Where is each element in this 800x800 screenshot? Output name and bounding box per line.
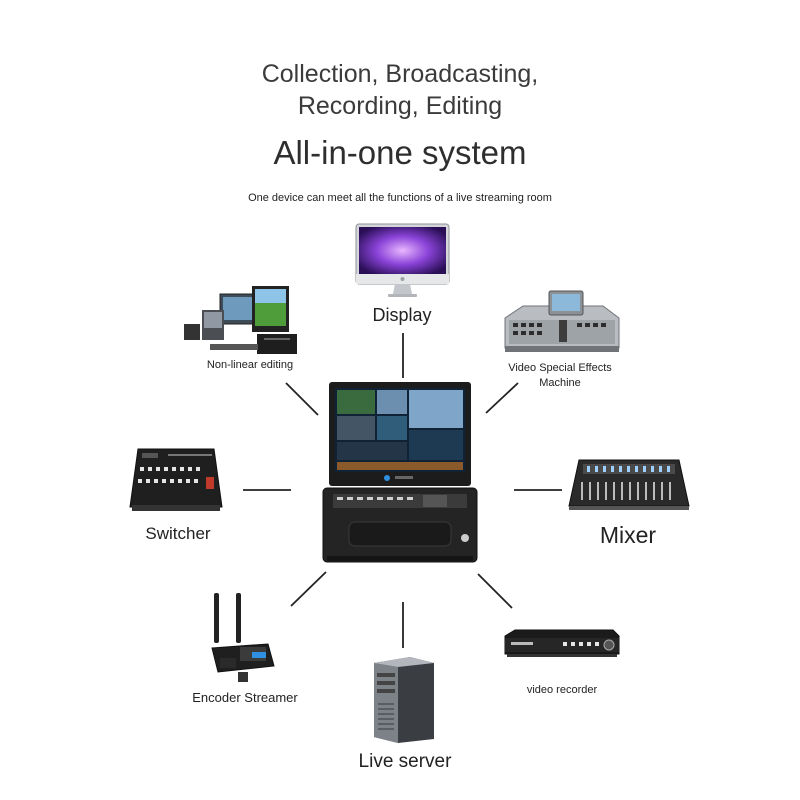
label-switcher: Switcher [145,524,211,543]
video-effects-machine-icon [504,290,620,352]
nonlinear-editing-icon [184,286,297,354]
label-encoder-streamer: Encoder Streamer [192,690,298,705]
connector-vsfx [485,382,519,414]
connector-encoder [290,571,327,607]
mixer-icon [568,459,690,510]
page-title: All-in-one system [273,134,527,171]
label-live-server: Live server [358,751,452,772]
encoder-streamer-icon [211,593,275,682]
display-icon [355,223,450,297]
connector-recorder [477,573,513,609]
label-display: Display [372,305,432,325]
header-line-1: Collection, Broadcasting, [261,60,539,88]
switcher-icon [129,448,223,511]
label-video-recorder: video recorder [526,684,598,696]
video-recorder-icon [504,629,620,657]
page-subtitle: One device can meet all the functions of… [248,192,552,204]
label-nonlinear-editing: Non-linear editing [206,359,294,371]
live-server-icon [374,657,434,743]
label-video-effects-line-1: Video Special Effects [508,362,612,374]
all-in-one-unit-icon [322,382,478,563]
connector-nle [285,382,319,416]
header-line-2: Recording, Editing [297,92,503,120]
label-video-effects-line-2: Machine [539,377,581,389]
label-mixer: Mixer [599,522,657,548]
